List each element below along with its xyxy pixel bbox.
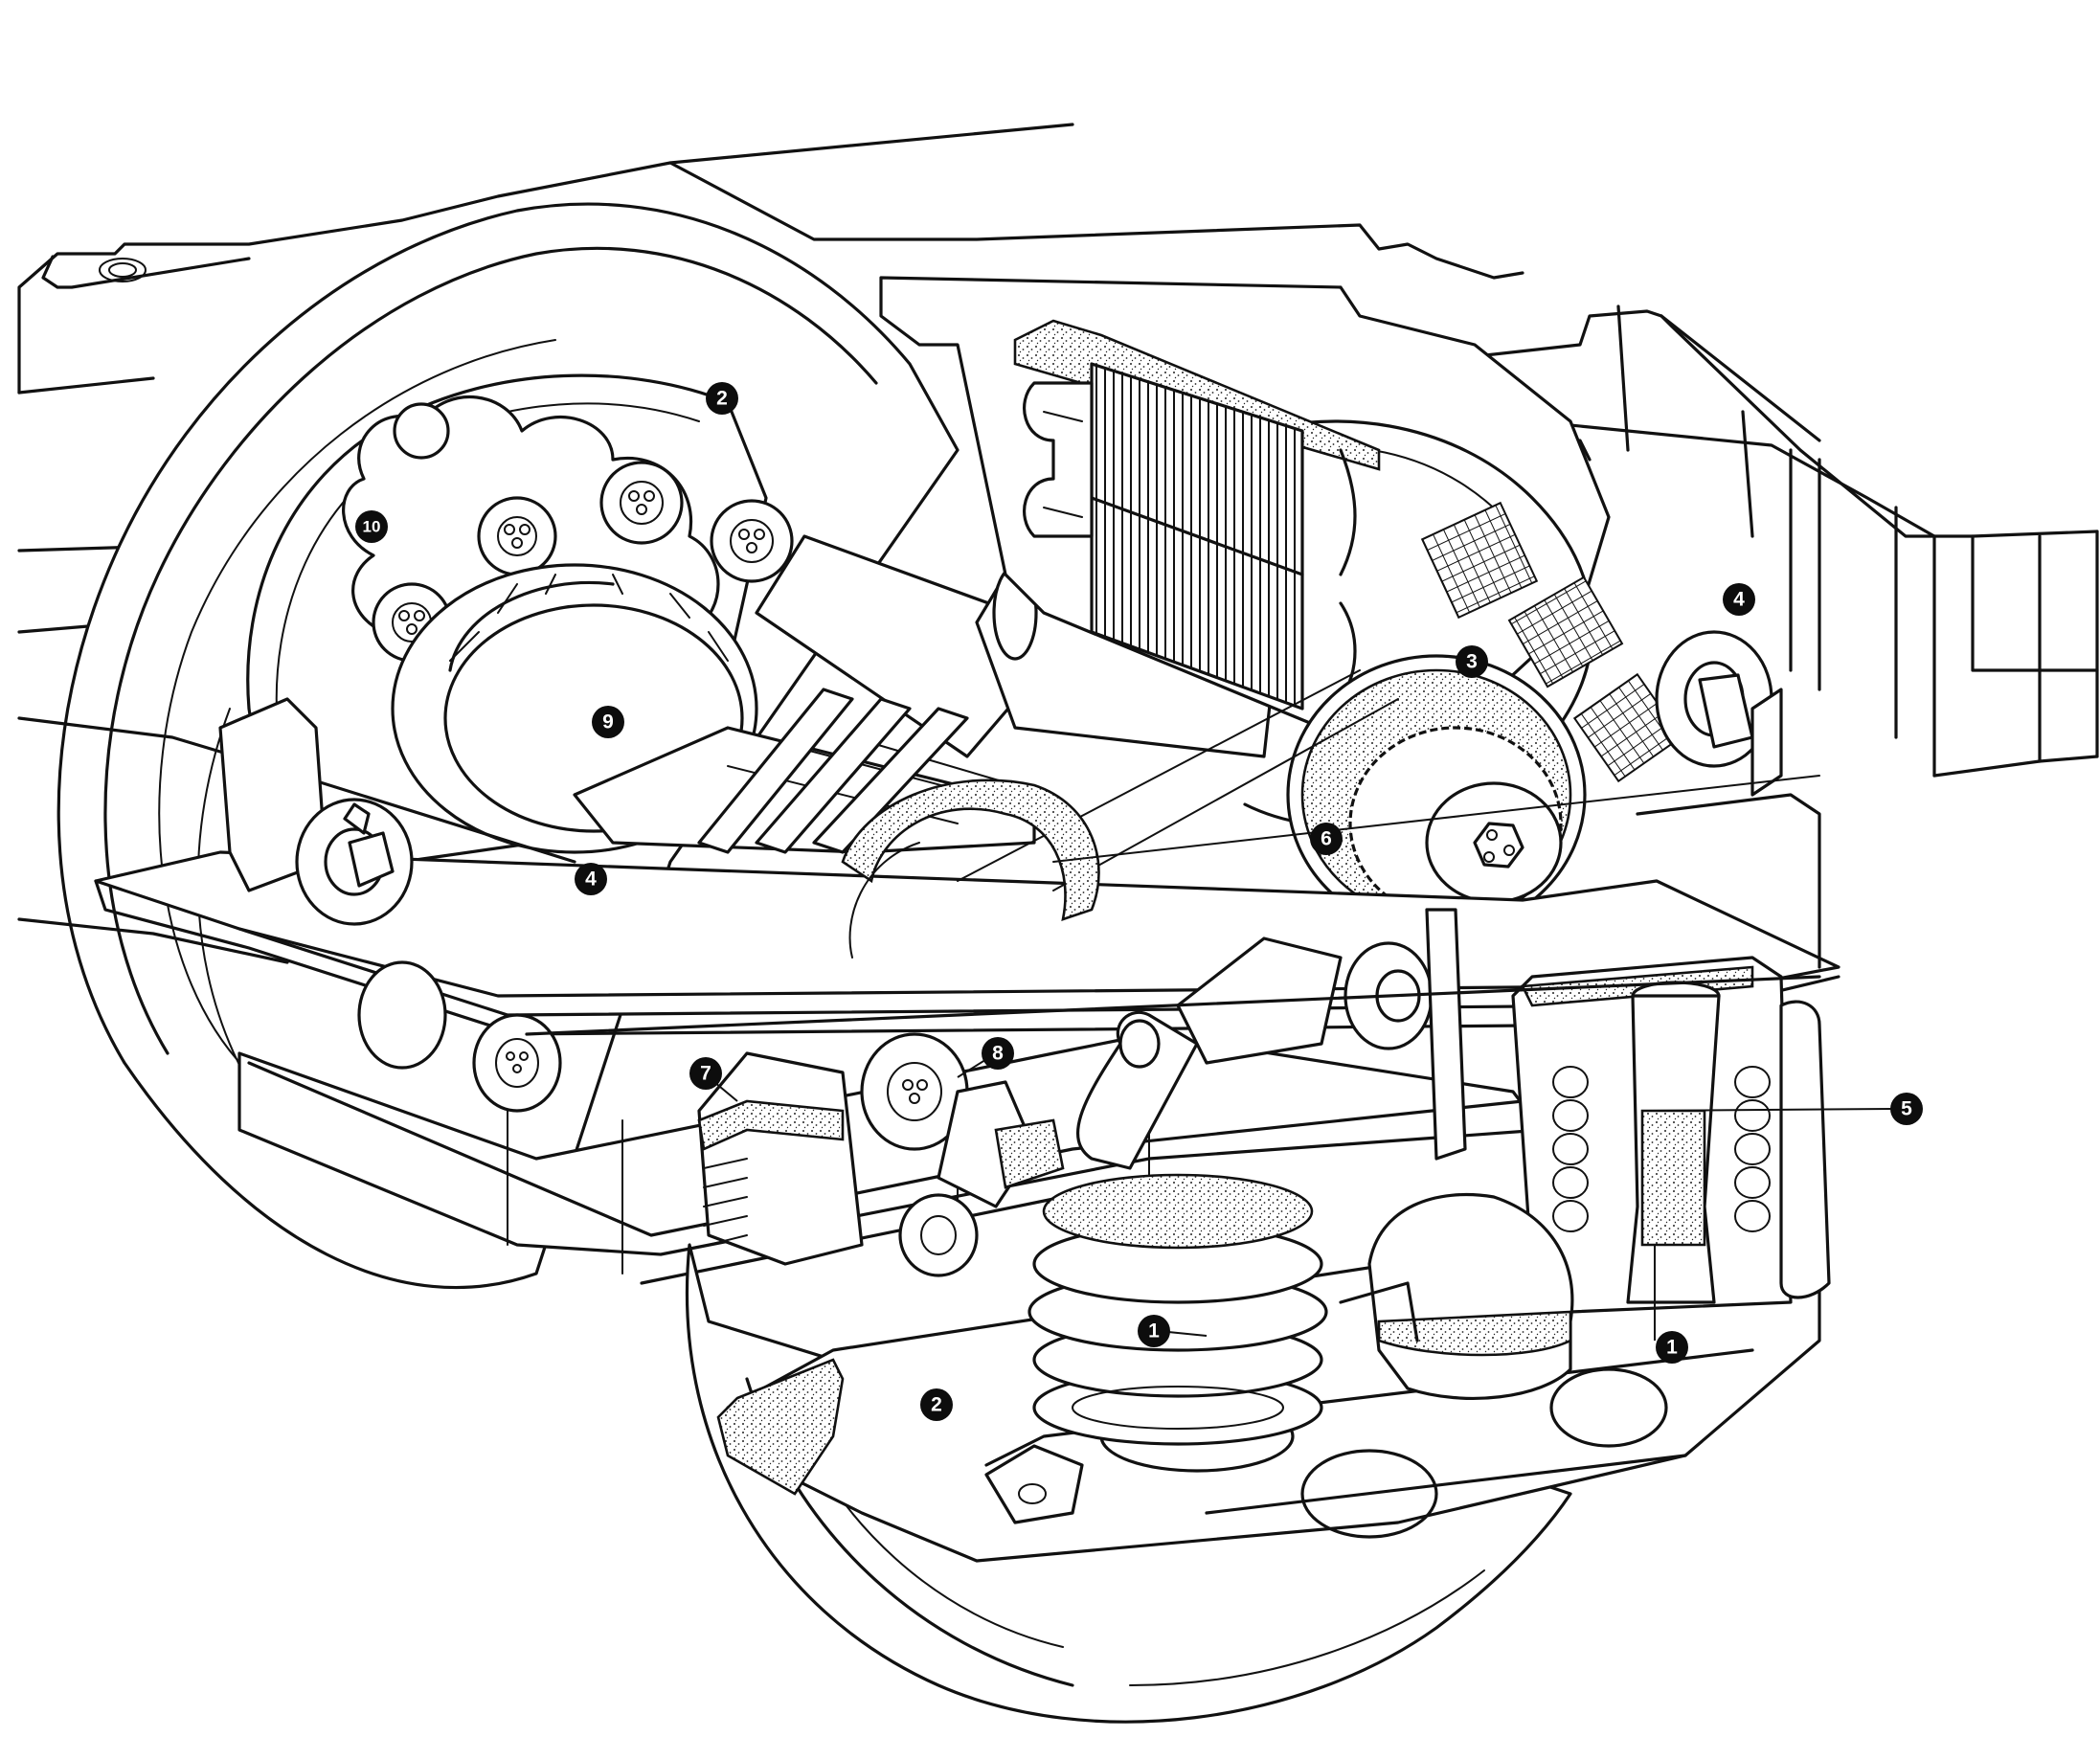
- callout-4-left-label: 4: [585, 869, 597, 891]
- callout-7-label: 7: [700, 1063, 711, 1085]
- callout-2-lower-wheel: 2: [920, 1388, 953, 1421]
- axle-box-left: [218, 697, 414, 926]
- callout-8-label: 8: [992, 1043, 1004, 1065]
- callout-3-label: 3: [1466, 651, 1478, 673]
- axle-box-right: [1655, 630, 1783, 797]
- motor-seal: [841, 778, 1100, 959]
- callout-1-air-spring: 1: [1656, 1331, 1688, 1364]
- secondary-suspension: [1511, 956, 1831, 1314]
- primary-coil-spring: [1027, 1173, 1328, 1446]
- frame-tie-lines: [525, 775, 1821, 1036]
- lower-coupling-rollers: [357, 960, 979, 1277]
- callout-1-center-label: 1: [1148, 1320, 1160, 1343]
- callout-9-motor-end: 9: [592, 706, 624, 738]
- callout-9-label: 9: [602, 711, 614, 733]
- callout-7-brake: 7: [689, 1057, 722, 1090]
- callout-2-upper-wheel: 2: [706, 382, 738, 415]
- callout-6-label: 6: [1321, 828, 1332, 850]
- callout-3-motor: 3: [1456, 645, 1488, 678]
- callout-1-coil-spring: 1: [1138, 1315, 1170, 1347]
- callout-10-coupling: 10: [355, 510, 388, 543]
- callout-4-right-label: 4: [1733, 589, 1745, 611]
- callouts: 2 10 9 4 4 3 6 7: [355, 382, 1923, 1421]
- drive-gear: [1286, 654, 1587, 936]
- hydraulic-damper: [1339, 1192, 1574, 1401]
- callout-10-label: 10: [363, 518, 381, 536]
- callout-4-left-axle-box: 4: [575, 863, 607, 895]
- callout-6-gear: 6: [1310, 823, 1343, 855]
- callout-2-upper-label: 2: [716, 388, 728, 410]
- callout-2-lower-label: 2: [931, 1394, 942, 1416]
- callout-4-right-axle-box: 4: [1723, 583, 1755, 616]
- callout-1-right-label: 1: [1666, 1337, 1678, 1359]
- callout-8-roller: 8: [982, 1037, 1014, 1070]
- motor-cooling-fins: [1013, 319, 1381, 711]
- callout-5-label: 5: [1901, 1098, 1912, 1120]
- brake-unit: [697, 1032, 1065, 1266]
- callout-5-damper: 5: [1890, 1093, 1923, 1125]
